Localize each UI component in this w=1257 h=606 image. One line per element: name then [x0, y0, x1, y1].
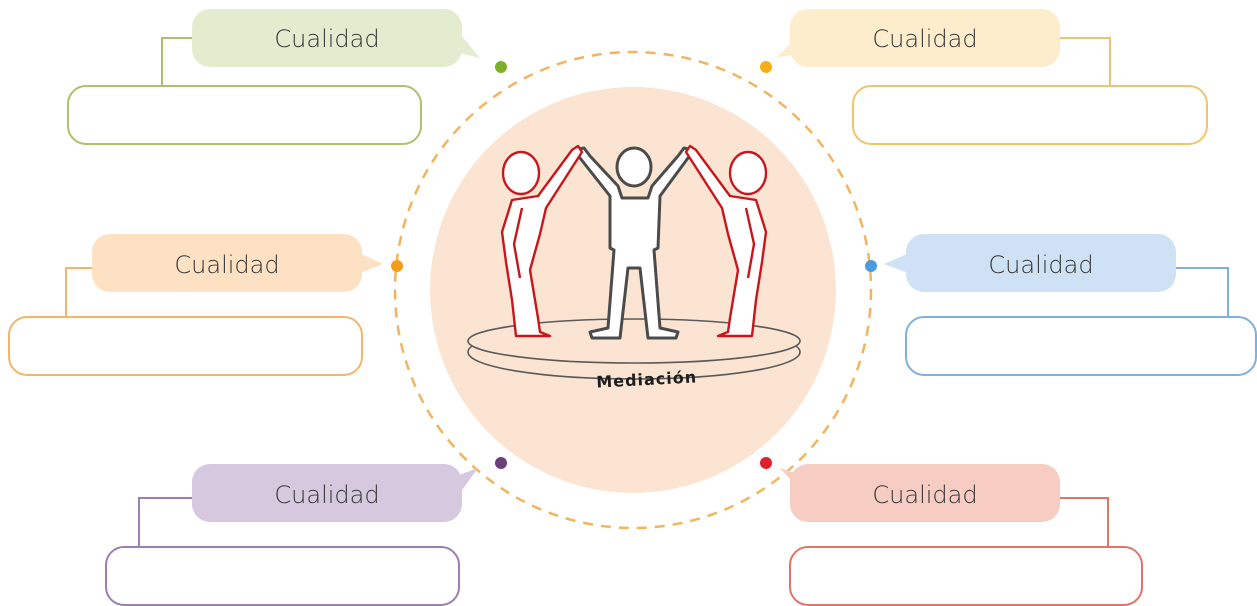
quality-bottom-left: Cualidad	[105, 464, 478, 606]
quality-bottom-right: Cualidad	[780, 464, 1143, 606]
mediator-figure	[573, 146, 695, 340]
quality-top-left: Cualidad	[67, 9, 480, 145]
quality-label: Cualidad	[274, 481, 379, 509]
quality-middle-left: Cualidad	[8, 234, 383, 376]
dot-top-right	[760, 61, 772, 73]
quality-middle-right: Cualidad	[884, 234, 1257, 376]
dot-bottom-right	[760, 457, 772, 469]
quality-label: Cualidad	[274, 25, 379, 53]
quality-label: Cualidad	[988, 251, 1093, 279]
quality-value-box[interactable]	[789, 546, 1143, 606]
quality-value-box[interactable]	[852, 85, 1208, 145]
quality-label: Cualidad	[872, 481, 977, 509]
dot-bottom-left	[495, 457, 507, 469]
dashed-ring	[393, 50, 873, 530]
right-party-figure	[684, 144, 768, 338]
quality-value-box[interactable]	[905, 316, 1257, 376]
mediation-illustration: Mediación	[467, 144, 801, 392]
quality-label: Cualidad	[174, 251, 279, 279]
quality-value-box[interactable]	[67, 85, 422, 145]
stage-disc-top	[467, 318, 801, 364]
quality-top-right: Cualidad	[776, 9, 1208, 145]
quality-value-box[interactable]	[105, 546, 460, 606]
dot-middle-right	[865, 260, 877, 272]
dot-middle-left	[391, 260, 403, 272]
quality-value-box[interactable]	[8, 316, 363, 376]
dot-top-left	[495, 61, 507, 73]
quality-label: Cualidad	[872, 25, 977, 53]
left-party-figure	[500, 144, 584, 338]
